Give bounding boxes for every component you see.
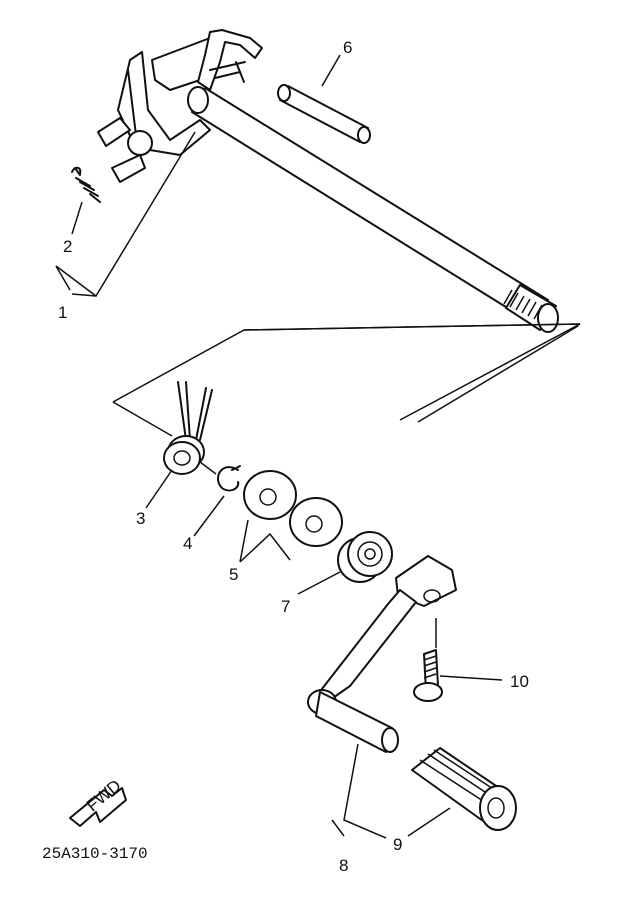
- circlip: [217, 465, 241, 492]
- label-part-2: 2: [63, 237, 72, 256]
- torsion-spring: [163, 381, 213, 475]
- oil-seal: [337, 531, 393, 583]
- shift-pin: [277, 84, 371, 144]
- label-part-9: 9: [393, 835, 402, 854]
- shift-shaft: [97, 29, 559, 333]
- label-part-4: 4: [183, 534, 192, 553]
- label-part-6: 6: [343, 38, 352, 57]
- forward-arrow: FWD: [69, 776, 127, 827]
- footrest-rubber: [411, 747, 517, 831]
- label-part-3: 3: [136, 509, 145, 528]
- label-part-1: 1: [58, 303, 67, 322]
- label-part-8: 8: [339, 856, 348, 875]
- label-part-10: 10: [510, 672, 529, 691]
- washer-2: [289, 497, 343, 547]
- leader-lines-upper: [55, 54, 341, 298]
- label-part-7: 7: [281, 597, 290, 616]
- shift-pedal: [307, 555, 457, 753]
- explode-lines: [112, 323, 581, 437]
- return-spring: [71, 166, 101, 203]
- axis-line: [199, 461, 217, 475]
- drawing-code: 25A310-3170: [42, 845, 148, 863]
- label-part-5: 5: [229, 565, 238, 584]
- leader-lines-lower: [145, 469, 503, 839]
- washer-1: [243, 470, 297, 520]
- pinch-bolt: [413, 649, 443, 702]
